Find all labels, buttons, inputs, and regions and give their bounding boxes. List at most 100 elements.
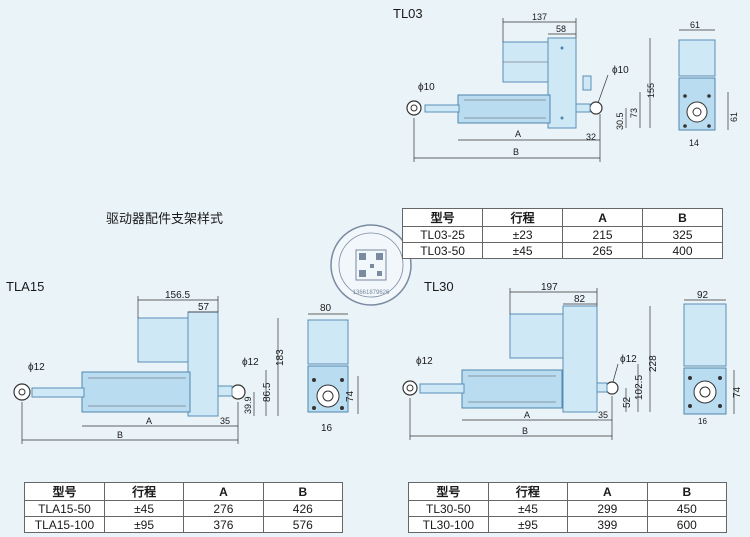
col-b: B [262, 482, 344, 501]
tl30-side-dim-92: 92 [697, 290, 709, 301]
table-row: TL30-50 ±45 299 450 [408, 500, 728, 517]
cell-a: 276 [183, 500, 264, 517]
table-row: TLA15-50 ±45 276 426 [24, 500, 344, 517]
tl30-dim-b: B [522, 426, 528, 436]
tl30-side-top [683, 303, 727, 367]
tl30-side-dim-16: 16 [698, 417, 707, 426]
tl30-title: TL30 [424, 279, 454, 294]
tla15-side-dim-16: 16 [321, 423, 333, 434]
tl30-dim-phi12-right: ϕ12 [620, 354, 637, 365]
tl03-side-dim-61h: 61 [729, 112, 739, 122]
cell-b: 400 [642, 242, 723, 259]
tl30-side-dim-74: 74 [732, 386, 743, 398]
col-b: B [646, 482, 728, 501]
bracket-style-title: 驱动器配件支架样式 [106, 211, 224, 226]
tl03-housing [547, 37, 577, 129]
tl30-dim-52: 52 [622, 396, 633, 408]
table-row: TL30-100 ±95 399 600 [408, 516, 728, 533]
cell-b: 325 [642, 226, 723, 243]
tl03-side-top [678, 39, 716, 77]
cell-b: 600 [646, 516, 728, 533]
col-a: A [183, 482, 264, 501]
col-a: A [562, 208, 644, 227]
tla15-dim-phi12-right: ϕ12 [242, 357, 259, 368]
tl03-rod-end-right [589, 101, 603, 115]
cell-stroke: ±95 [487, 516, 569, 533]
cell-model: TLA15-50 [24, 500, 105, 517]
col-stroke: 行程 [103, 482, 185, 501]
col-b: B [642, 208, 723, 227]
cell-a: 299 [567, 500, 648, 517]
tl03-title: TL03 [393, 6, 423, 21]
tl30-dim-35: 35 [598, 410, 608, 420]
cell-stroke: ±45 [487, 500, 569, 517]
tla15-dim-35: 35 [220, 416, 230, 426]
tl03-dim-32: 32 [586, 132, 596, 142]
col-a: A [567, 482, 648, 501]
tla15-dim-57: 57 [198, 302, 210, 313]
tla15-dim-39-9: 39.9 [243, 396, 253, 414]
tl30-drawing: TL30 197 82 ϕ12 ϕ12 228 102.5 52 A 35 B [402, 279, 743, 440]
cell-model: TLA15-100 [24, 516, 105, 533]
tl03-rod-end-left [406, 100, 422, 116]
cell-model: TL03-25 [401, 226, 484, 243]
cell-a: 399 [567, 516, 648, 533]
tl30-rod-end-right [605, 381, 619, 395]
tl30-rod-end-left [402, 380, 418, 396]
cell-model: TL30-50 [408, 500, 489, 517]
col-stroke: 行程 [482, 208, 564, 227]
tl03-dim-b: B [513, 147, 519, 157]
tl03-dim-phi10-left: ϕ10 [418, 82, 435, 93]
tla15-title: TLA15 [6, 279, 44, 294]
tla15-spec-table: 型号 行程 A B TLA15-50 ±45 276 426 TLA15-100… [24, 482, 344, 533]
tl30-dim-102-5: 102.5 [634, 375, 645, 400]
tla15-side-top [307, 319, 349, 365]
tl03-spec-table: 型号 行程 A B TL03-25 ±23 215 325 TL03-50 ±4… [401, 208, 723, 259]
cell-b: 450 [646, 500, 728, 517]
col-stroke: 行程 [487, 482, 569, 501]
tl03-cylinder [457, 94, 551, 124]
table-header-row: 型号 行程 A B [24, 482, 344, 501]
col-model: 型号 [408, 482, 489, 501]
cell-model: TL03-50 [401, 242, 484, 259]
tl03-dim-73: 73 [629, 108, 639, 118]
tl03-dim-58: 58 [556, 24, 566, 34]
col-model: 型号 [401, 208, 484, 227]
tla15-dim-156-5: 156.5 [165, 290, 190, 301]
tla15-dim-phi12-left: ϕ12 [28, 362, 45, 373]
tl30-dim-a: A [524, 410, 530, 420]
col-model: 型号 [24, 482, 105, 501]
cell-b: 426 [262, 500, 344, 517]
table-row: TL03-25 ±23 215 325 [401, 226, 723, 243]
tl03-dim-155: 155 [646, 83, 656, 98]
tl30-dim-197: 197 [541, 282, 558, 293]
tl03-side-dim-14: 14 [689, 138, 699, 148]
company-stamp: 13661879626 [330, 224, 412, 306]
tl30-dim-82: 82 [574, 294, 586, 305]
tl30-housing [562, 305, 598, 413]
tl30-spec-table: 型号 行程 A B TL30-50 ±45 299 450 TL30-100 ±… [408, 482, 728, 533]
tla15-cylinder [81, 371, 191, 413]
tl03-dim-30-5: 30.5 [615, 112, 625, 130]
cell-model: TL30-100 [408, 516, 489, 533]
tla15-dim-183: 183 [275, 349, 286, 366]
tla15-motor [137, 317, 191, 363]
cell-stroke: ±95 [103, 516, 185, 533]
cell-b: 576 [262, 516, 344, 533]
tl30-rod [419, 383, 465, 394]
tla15-dim-a: A [146, 416, 152, 426]
tl03-rod [424, 104, 460, 113]
tla15-rod [31, 387, 85, 398]
tl03-dim-phi10-right: ϕ10 [612, 65, 629, 76]
stamp-phone: 13661879626 [353, 290, 390, 296]
tla15-side-dim-80: 80 [320, 303, 332, 314]
tl03-dim-a: A [515, 129, 521, 139]
tl03-side-dim-61w: 61 [690, 20, 700, 30]
cell-stroke: ±23 [482, 226, 564, 243]
table-header-row: 型号 行程 A B [401, 208, 723, 227]
tla15-side-dim-74: 74 [345, 390, 356, 402]
tl03-dim-137: 137 [532, 12, 547, 22]
tl30-motor [509, 313, 566, 359]
cell-a: 265 [562, 242, 644, 259]
